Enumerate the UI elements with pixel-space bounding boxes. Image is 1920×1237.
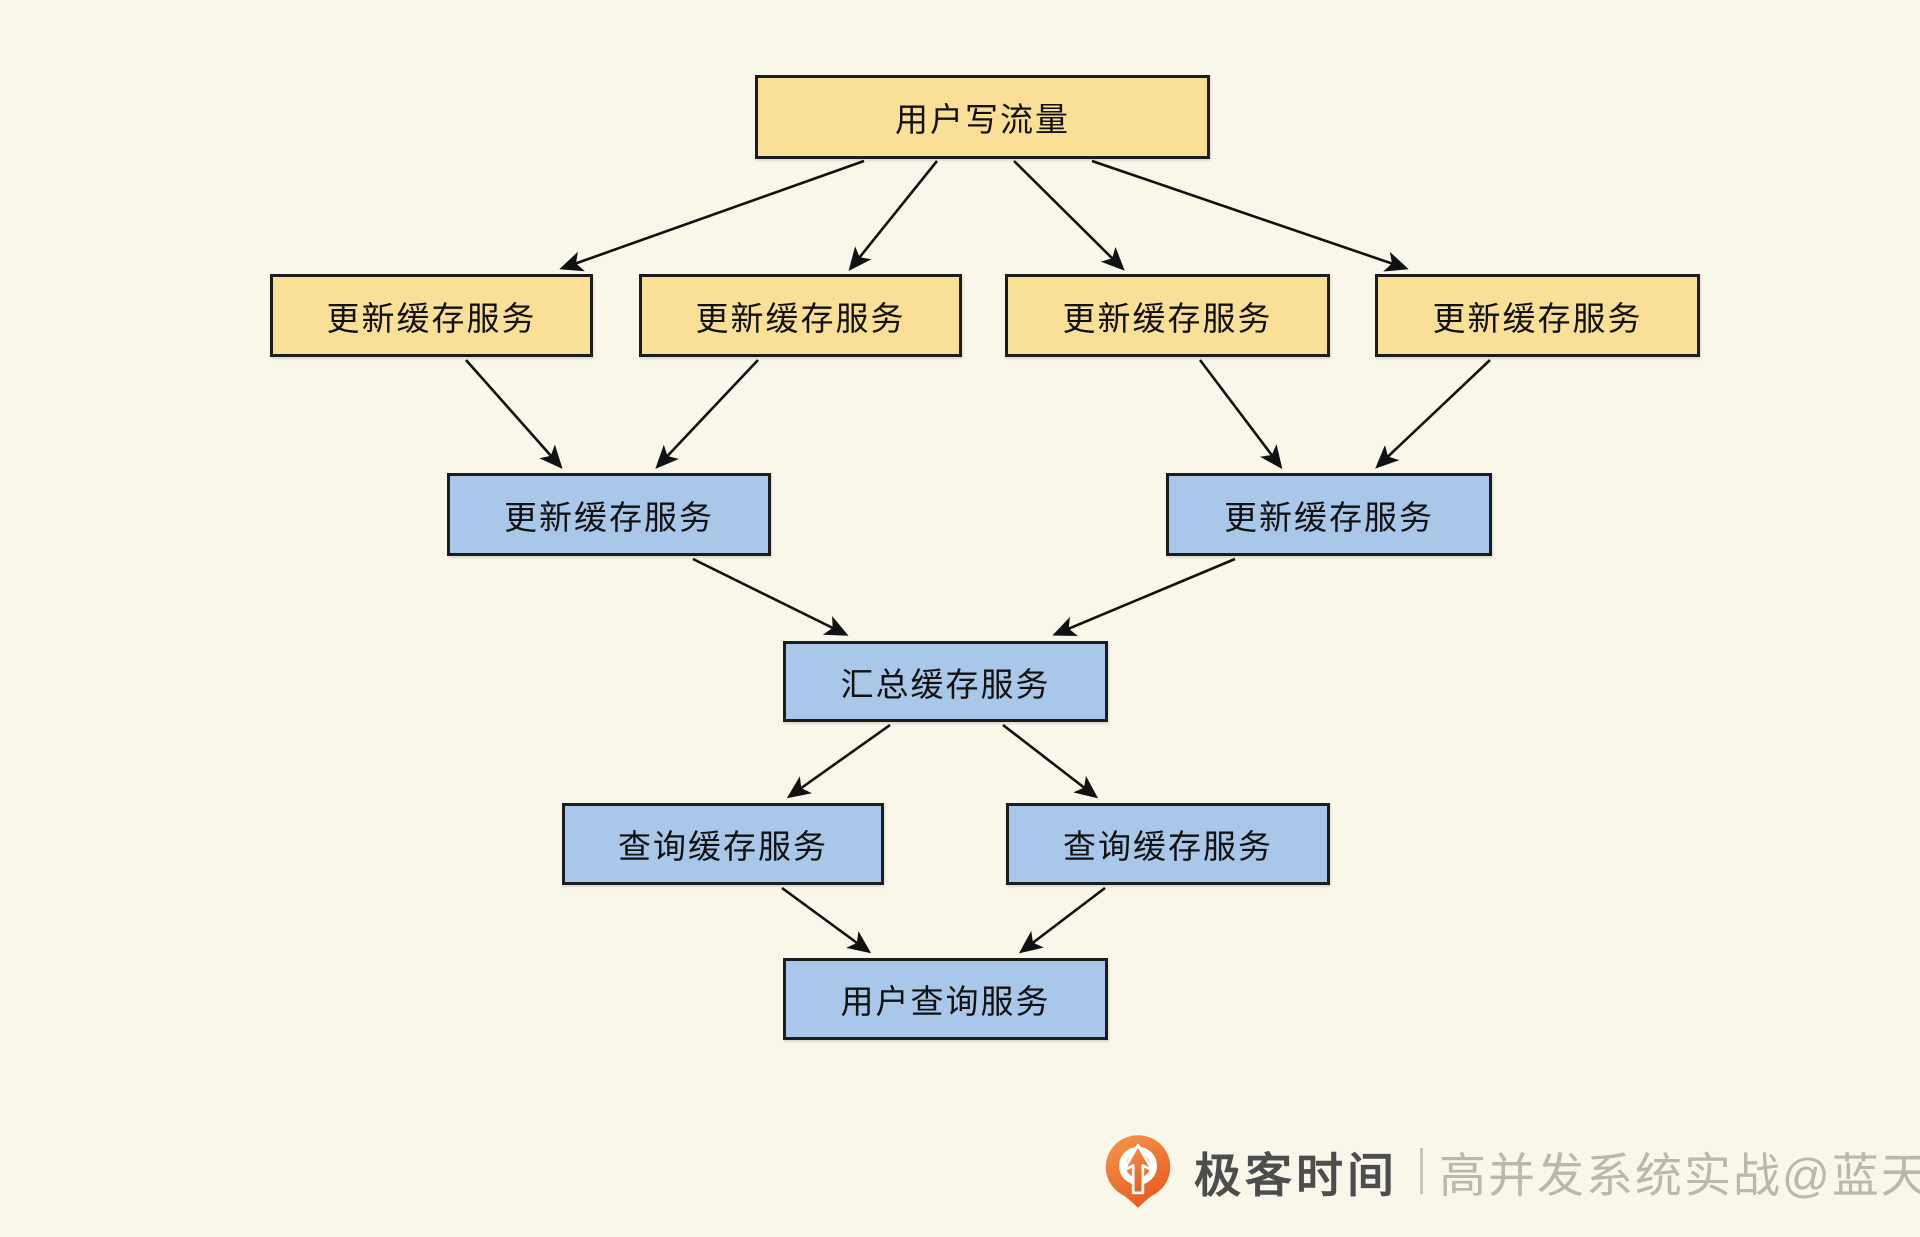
node-update-cache-merge-2: 更新缓存服务 (1166, 473, 1492, 556)
edge-user-write-traffic-to-update-cache-4 (1091, 159, 1409, 272)
edge-user-write-traffic-to-update-cache-3 (1013, 160, 1125, 271)
geektime-brand-text: 极客时间 (1194, 1148, 1398, 1202)
edge-query-cache-2-to-user-query-service (1018, 886, 1106, 954)
edge-update-cache-4-to-update-cache-merge-2 (1375, 359, 1491, 469)
edge-update-cache-merge-2-to-summary-cache (1052, 557, 1236, 637)
node-update-cache-3: 更新缓存服务 (1005, 274, 1330, 357)
separator-bar (1420, 1148, 1423, 1194)
node-update-cache-2: 更新缓存服务 (639, 274, 962, 357)
edge-user-write-traffic-to-update-cache-1 (559, 159, 865, 272)
edge-update-cache-1-to-update-cache-merge-1 (465, 359, 563, 469)
edge-user-write-traffic-to-update-cache-2 (848, 160, 939, 272)
edge-update-cache-2-to-update-cache-merge-1 (655, 359, 759, 469)
node-user-write-traffic: 用户写流量 (755, 75, 1210, 159)
node-query-cache-2: 查询缓存服务 (1006, 803, 1330, 885)
edge-summary-cache-to-query-cache-1 (786, 723, 891, 799)
node-update-cache-4: 更新缓存服务 (1375, 274, 1700, 357)
edge-query-cache-1-to-user-query-service (781, 886, 872, 954)
edge-update-cache-merge-1-to-summary-cache (692, 557, 849, 636)
geektime-pin-icon (1105, 1135, 1171, 1208)
node-update-cache-merge-1: 更新缓存服务 (447, 473, 771, 556)
edge-update-cache-3-to-update-cache-merge-2 (1198, 359, 1283, 470)
node-query-cache-1: 查询缓存服务 (562, 803, 884, 885)
watermark-text: 高并发系统实战@蓝天 (1439, 1148, 1920, 1202)
edge-summary-cache-to-query-cache-2 (1002, 723, 1099, 799)
node-user-query-service: 用户查询服务 (783, 958, 1108, 1040)
footer-watermark: 极客时间 高并发系统实战@蓝天 (1100, 1128, 1920, 1214)
node-summary-cache: 汇总缓存服务 (783, 641, 1108, 722)
node-update-cache-1: 更新缓存服务 (270, 274, 593, 357)
